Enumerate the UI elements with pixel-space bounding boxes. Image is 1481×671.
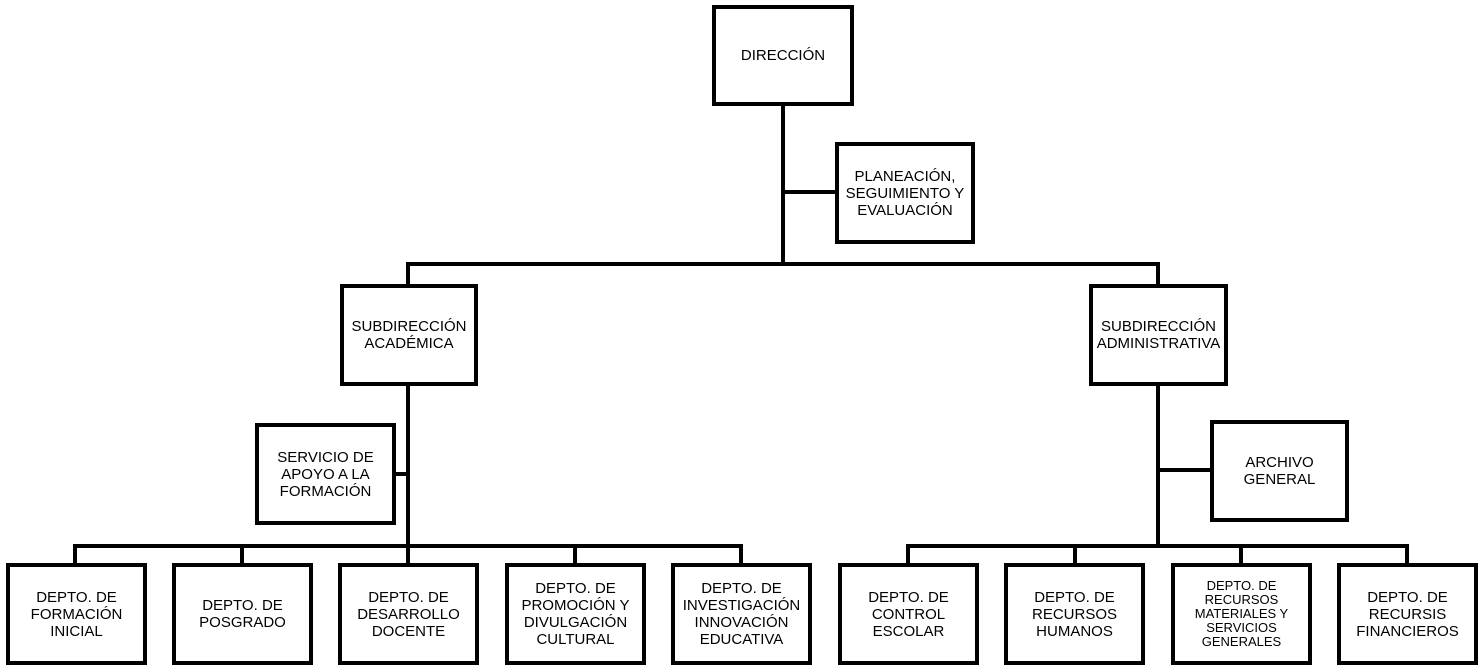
connector-depto-a1 xyxy=(73,544,77,566)
node-servicio-apoyo: SERVICIO DE APOYO A LA FORMACIÓN xyxy=(255,423,396,525)
connector-depto-b3 xyxy=(1239,544,1243,566)
connector-administrativa-deptos-bar xyxy=(906,544,1409,548)
connector-servicio xyxy=(394,472,408,476)
node-subdireccion-administrativa: SUBDIRECCIÓN ADMINISTRATIVA xyxy=(1089,284,1228,386)
connector-depto-a5 xyxy=(739,544,743,566)
connector-administrativa-down xyxy=(1156,262,1160,286)
node-planeacion: PLANEACIÓN, SEGUIMIENTO Y EVALUACIÓN xyxy=(835,142,975,244)
node-depto-recursos-humanos: DEPTO. DE RECURSOS HUMANOS xyxy=(1004,563,1145,665)
node-direccion-label: DIRECCIÓN xyxy=(740,47,826,64)
connector-planeacion xyxy=(785,190,837,194)
node-planeacion-label: PLANEACIÓN, SEGUIMIENTO Y EVALUACIÓN xyxy=(845,167,965,219)
connector-depto-a2 xyxy=(240,544,244,566)
connector-depto-b2 xyxy=(1073,544,1077,566)
node-depto-label: DEPTO. DE PROMOCIÓN Y DIVULGACIÓN CULTUR… xyxy=(521,580,630,648)
node-subdireccion-administrativa-label: SUBDIRECCIÓN ADMINISTRATIVA xyxy=(1096,318,1221,352)
connector-direccion-trunk xyxy=(781,104,785,264)
node-depto-formacion-inicial: DEPTO. DE FORMACIÓN INICIAL xyxy=(6,563,147,665)
node-archivo-general: ARCHIVO GENERAL xyxy=(1210,420,1349,522)
node-depto-label: DEPTO. DE CONTROL ESCOLAR xyxy=(868,588,949,640)
node-subdireccion-academica-label: SUBDIRECCIÓN ACADÉMICA xyxy=(351,318,467,352)
connector-depto-b1 xyxy=(906,544,910,566)
connector-archivo xyxy=(1160,468,1212,472)
node-depto-posgrado: DEPTO. DE POSGRADO xyxy=(172,563,313,665)
connector-subdirecciones-bar xyxy=(406,262,1160,266)
node-depto-investigacion-innovacion: DEPTO. DE INVESTIGACIÓN INNOVACIÓN EDUCA… xyxy=(671,563,812,665)
connector-academica-trunk xyxy=(406,384,410,546)
connector-academica-down xyxy=(406,262,410,286)
connector-depto-a3 xyxy=(406,544,410,566)
node-depto-recursis-financieros: DEPTO. DE RECURSIS FINANCIEROS xyxy=(1337,563,1478,665)
node-depto-label: DEPTO. DE INVESTIGACIÓN INNOVACIÓN EDUCA… xyxy=(682,580,801,648)
node-archivo-general-label: ARCHIVO GENERAL xyxy=(1243,454,1316,488)
node-depto-label: DEPTO. DE RECURSOS HUMANOS xyxy=(1031,588,1117,640)
node-depto-label: DEPTO. DE FORMACIÓN INICIAL xyxy=(30,588,123,640)
connector-administrativa-trunk xyxy=(1156,384,1160,546)
node-subdireccion-academica: SUBDIRECCIÓN ACADÉMICA xyxy=(340,284,478,386)
connector-depto-a4 xyxy=(573,544,577,566)
node-servicio-apoyo-label: SERVICIO DE APOYO A LA FORMACIÓN xyxy=(277,448,374,500)
node-depto-promocion-divulgacion: DEPTO. DE PROMOCIÓN Y DIVULGACIÓN CULTUR… xyxy=(505,563,646,665)
node-depto-label: DEPTO. DE DESARROLLO DOCENTE xyxy=(357,588,460,640)
node-depto-recursos-materiales: DEPTO. DE RECURSOS MATERIALES Y SERVICIO… xyxy=(1171,563,1312,665)
node-depto-label: DEPTO. DE RECURSIS FINANCIEROS xyxy=(1356,588,1459,640)
node-direccion: DIRECCIÓN xyxy=(712,5,854,106)
node-depto-label: DEPTO. DE POSGRADO xyxy=(199,597,286,631)
node-depto-control-escolar: DEPTO. DE CONTROL ESCOLAR xyxy=(838,563,979,665)
node-depto-desarrollo-docente: DEPTO. DE DESARROLLO DOCENTE xyxy=(338,563,479,665)
node-depto-label: DEPTO. DE RECURSOS MATERIALES Y SERVICIO… xyxy=(1194,578,1289,649)
connector-depto-b4 xyxy=(1405,544,1409,566)
